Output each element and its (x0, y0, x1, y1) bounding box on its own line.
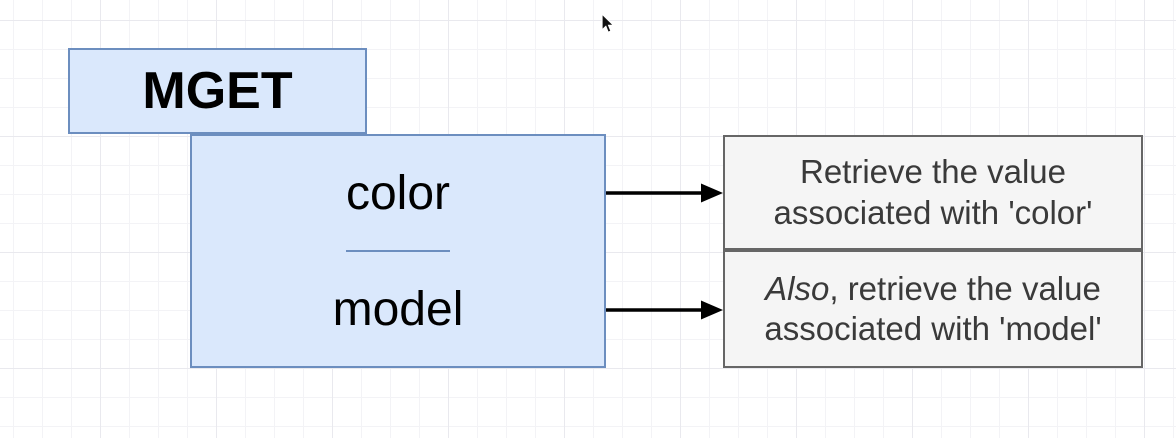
note-retrieve-color: Retrieve the value associated with 'colo… (723, 135, 1143, 250)
arrow-model-to-note-icon (605, 300, 723, 320)
mget-command-box: MGET (68, 48, 367, 134)
keys-group-box: color model (190, 134, 606, 368)
key-label-color: color (345, 166, 451, 220)
key-row-model: model (333, 252, 464, 366)
note-retrieve-model-text: Also, retrieve the value associated with… (764, 269, 1102, 347)
mget-command-label: MGET (142, 62, 293, 120)
note-retrieve-color-text: Retrieve the value associated with 'colo… (773, 153, 1093, 231)
arrow-color-to-note-icon (605, 183, 723, 203)
note-retrieve-model: Also, retrieve the value associated with… (723, 250, 1143, 368)
mouse-pointer-icon (601, 13, 616, 34)
key-label-model: model (332, 282, 464, 336)
key-row-color: color (345, 136, 451, 252)
